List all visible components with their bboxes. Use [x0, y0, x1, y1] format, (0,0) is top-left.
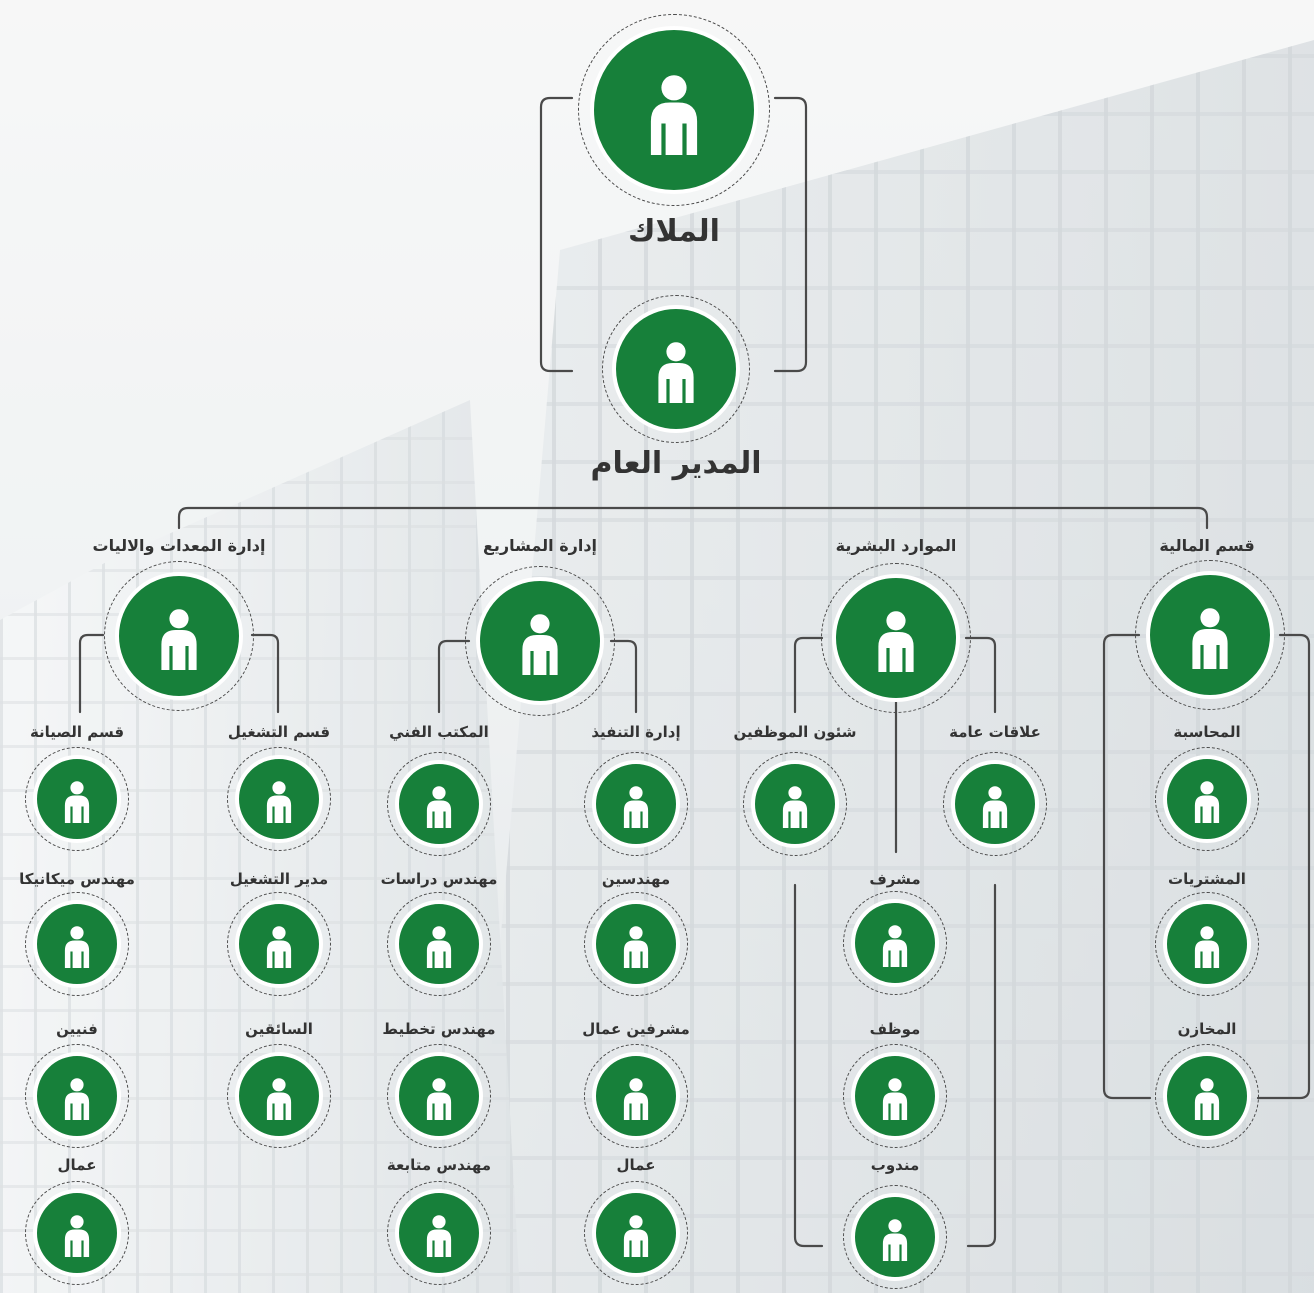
- dashed-ring: [465, 566, 615, 716]
- representative-label: مندوب: [870, 1156, 920, 1174]
- dashed-ring: [25, 1181, 129, 1285]
- hr-dept-label: الموارد البشرية: [835, 536, 957, 555]
- dashed-ring: [578, 14, 770, 206]
- operation-manager-label: مدير التشغيل: [229, 870, 329, 888]
- person-icon: [476, 577, 604, 705]
- dashed-ring: [104, 561, 254, 711]
- general-manager-label: المدير العام: [590, 446, 762, 481]
- dashed-ring: [843, 891, 947, 995]
- person-icon: [1163, 1052, 1251, 1140]
- person-icon: [235, 755, 323, 843]
- technicians-label: فنيين: [56, 1020, 98, 1038]
- person-icon: [235, 900, 323, 988]
- operation-section-label: قسم التشغيل: [227, 723, 331, 741]
- dashed-ring: [943, 752, 1047, 856]
- dashed-ring: [1155, 747, 1259, 851]
- person-icon: [590, 26, 758, 194]
- dashed-ring: [387, 892, 491, 996]
- owners-label: الملاك: [628, 214, 720, 249]
- person-icon: [1163, 900, 1251, 988]
- person-icon: [395, 760, 483, 848]
- dashed-ring: [743, 752, 847, 856]
- person-icon: [592, 1052, 680, 1140]
- dashed-ring: [1155, 892, 1259, 996]
- person-icon: [395, 1052, 483, 1140]
- dashed-ring: [387, 1181, 491, 1285]
- dashed-ring: [584, 892, 688, 996]
- person-icon: [832, 574, 960, 702]
- technical-office-label: المكتب الفني: [389, 723, 489, 741]
- person-icon: [592, 1189, 680, 1277]
- studies-engineer-label: مهندس دراسات: [380, 870, 498, 888]
- person-icon: [951, 760, 1039, 848]
- person-icon: [592, 900, 680, 988]
- person-icon: [612, 305, 740, 433]
- warehouses-label: المخازن: [1177, 1020, 1237, 1038]
- employee-affairs-label: شئون الموظفين: [733, 723, 857, 741]
- execution-workers-label: عمال: [616, 1156, 656, 1174]
- finance-dept-label: قسم المالية: [1159, 536, 1255, 555]
- dashed-ring: [584, 752, 688, 856]
- dashed-ring: [602, 295, 750, 443]
- mechanical-engineer-label: مهندس ميكانيكا: [19, 870, 135, 888]
- person-icon: [33, 900, 121, 988]
- dashed-ring: [25, 892, 129, 996]
- dashed-ring: [843, 1044, 947, 1148]
- dashed-ring: [227, 1044, 331, 1148]
- execution-section-label: إدارة التنفيذ: [591, 723, 681, 741]
- dashed-ring: [821, 563, 971, 713]
- worker-supervisors-label: مشرفين عمال: [582, 1020, 690, 1038]
- person-icon: [851, 1193, 939, 1281]
- person-icon: [592, 760, 680, 848]
- person-icon: [395, 900, 483, 988]
- person-icon: [395, 1189, 483, 1277]
- dashed-ring: [1135, 560, 1285, 710]
- employee-label: موظف: [869, 1020, 921, 1038]
- dashed-ring: [227, 892, 331, 996]
- dashed-ring: [25, 1044, 129, 1148]
- person-icon: [235, 1052, 323, 1140]
- person-icon: [1146, 571, 1274, 699]
- dashed-ring: [387, 1044, 491, 1148]
- followup-engineer-label: مهندس متابعة: [386, 1156, 492, 1174]
- dashed-ring: [25, 747, 129, 851]
- purchasing-label: المشتريات: [1168, 870, 1246, 888]
- person-icon: [751, 760, 839, 848]
- dashed-ring: [843, 1185, 947, 1289]
- public-relations-label: علاقات عامة: [949, 723, 1041, 741]
- dashed-ring: [387, 752, 491, 856]
- dashed-ring: [227, 747, 331, 851]
- person-icon: [33, 755, 121, 843]
- maintenance-workers-label: عمال: [57, 1156, 97, 1174]
- person-icon: [115, 572, 243, 700]
- maintenance-section-label: قسم الصيانة: [29, 723, 125, 741]
- person-icon: [33, 1189, 121, 1277]
- dashed-ring: [584, 1044, 688, 1148]
- person-icon: [851, 1052, 939, 1140]
- person-icon: [33, 1052, 121, 1140]
- person-icon: [1163, 755, 1251, 843]
- supervisor-label: مشرف: [869, 870, 921, 888]
- equipment-dept-label: إدارة المعدات والاليات: [92, 536, 266, 555]
- engineers-label: مهندسين: [601, 870, 671, 888]
- planning-engineer-label: مهندس تخطيط: [382, 1020, 496, 1038]
- drivers-label: السائقين: [245, 1020, 313, 1038]
- dashed-ring: [584, 1181, 688, 1285]
- accounting-label: المحاسبة: [1173, 723, 1241, 741]
- dashed-ring: [1155, 1044, 1259, 1148]
- person-icon: [851, 899, 939, 987]
- projects-dept-label: إدارة المشاريع: [482, 536, 598, 555]
